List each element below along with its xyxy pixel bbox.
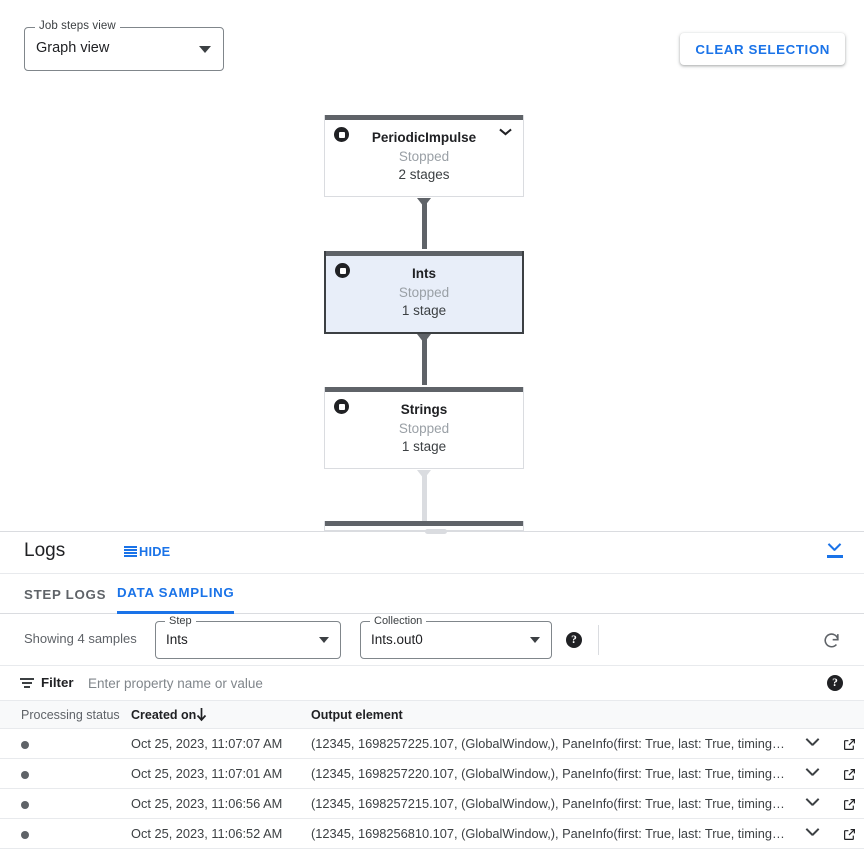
arrow-head-icon	[417, 470, 431, 479]
arrow-head-icon	[417, 198, 431, 207]
help-icon[interactable]: ?	[827, 675, 843, 691]
filter-icon	[20, 677, 34, 688]
divider	[598, 625, 599, 655]
chevron-down-icon[interactable]	[805, 769, 820, 779]
graph-node-next-clipped[interactable]	[324, 521, 524, 531]
logs-title: Logs	[24, 540, 66, 561]
chevron-down-icon	[199, 46, 211, 53]
node-stages-text: 1 stage	[401, 303, 447, 318]
step-select-value: Ints	[166, 632, 188, 647]
node-status-bar	[325, 115, 523, 120]
table-row[interactable]: Oct 25, 2023, 11:07:01 AM (12345, 169825…	[0, 759, 864, 789]
graph-edge-ints-strings	[417, 334, 431, 385]
job-steps-view-label: Job steps view	[35, 20, 120, 32]
open-in-new-icon[interactable]	[843, 768, 856, 781]
processing-status-dot	[21, 741, 29, 749]
logs-tabs: STEP LOGS DATA SAMPLING	[0, 574, 864, 614]
filter-input[interactable]	[86, 673, 686, 693]
graph-node-ints[interactable]: Ints Stopped 1 stage	[324, 251, 524, 334]
open-in-new-icon[interactable]	[843, 798, 856, 811]
clear-selection-button[interactable]: CLEAR SELECTION	[680, 33, 845, 65]
node-status-text: Stopped	[398, 149, 450, 164]
collection-select-value: Ints.out0	[371, 632, 423, 647]
chevron-down-icon[interactable]	[500, 131, 511, 138]
job-steps-view-select[interactable]: Job steps view Graph view	[24, 20, 224, 71]
cell-output-element: (12345, 1698256810.107, (GlobalWindow,),…	[311, 826, 785, 841]
node-stages-text: 1 stage	[401, 439, 447, 454]
chevron-down-icon	[319, 637, 329, 643]
cell-created-on: Oct 25, 2023, 11:07:07 AM	[131, 736, 283, 751]
node-title: Strings	[400, 402, 448, 417]
tab-data-sampling[interactable]: DATA SAMPLING	[117, 574, 235, 614]
collection-select[interactable]: Collection Ints.out0	[360, 615, 552, 659]
node-status-bar	[326, 251, 522, 256]
node-body: Strings Stopped 1 stage	[325, 392, 523, 468]
graph-edge-periodicimpulse-ints	[417, 198, 431, 249]
cell-created-on: Oct 25, 2023, 11:06:52 AM	[131, 826, 283, 841]
step-select[interactable]: Step Ints	[155, 615, 341, 659]
cell-output-element: (12345, 1698257220.107, (GlobalWindow,),…	[311, 766, 785, 781]
cell-created-on: Oct 25, 2023, 11:07:01 AM	[131, 766, 283, 781]
open-in-new-icon[interactable]	[843, 828, 856, 841]
job-graph-panel: Job steps view Graph view CLEAR SELECTIO…	[0, 0, 864, 531]
stopped-status-icon	[335, 263, 350, 278]
showing-samples-text: Showing 4 samples	[24, 631, 137, 646]
open-in-new-icon[interactable]	[843, 738, 856, 751]
column-output-element: Output element	[311, 708, 403, 722]
help-icon[interactable]: ?	[566, 632, 582, 648]
graph-node-strings[interactable]: Strings Stopped 1 stage	[324, 387, 524, 469]
filter-bar: Filter ?	[0, 666, 864, 701]
column-processing-status: Processing status	[21, 708, 120, 722]
table-row[interactable]: Oct 25, 2023, 11:06:52 AM (12345, 169825…	[0, 819, 864, 849]
column-created-on[interactable]: Created on	[131, 708, 197, 722]
hide-logs-label: HIDE	[139, 544, 171, 559]
chevron-down-icon[interactable]	[805, 739, 820, 749]
chevron-down-icon[interactable]	[805, 799, 820, 809]
table-row[interactable]: Oct 25, 2023, 11:07:07 AM (12345, 169825…	[0, 729, 864, 759]
node-stages-text: 2 stages	[398, 167, 450, 182]
graph-edge-strings-next	[417, 470, 431, 523]
chevron-down-icon[interactable]	[805, 829, 820, 839]
logs-panel: Logs HIDE STEP LOGS DATA SAMPLING Showin…	[0, 529, 864, 856]
graph-node-periodicimpulse[interactable]: PeriodicImpulse Stopped 2 stages	[324, 115, 524, 197]
filter-label: Filter	[41, 675, 74, 690]
stopped-status-icon	[334, 399, 349, 414]
cell-output-element: (12345, 1698257215.107, (GlobalWindow,),…	[311, 796, 785, 811]
panel-resize-handle[interactable]	[425, 529, 447, 534]
processing-status-dot	[21, 831, 29, 839]
refresh-icon[interactable]	[822, 631, 841, 650]
data-sampling-controls: Showing 4 samples Step Ints Collection I…	[0, 614, 864, 666]
step-select-label: Step	[165, 615, 196, 627]
node-title: PeriodicImpulse	[371, 130, 477, 145]
logs-header: Logs HIDE	[0, 532, 864, 574]
processing-status-dot	[21, 771, 29, 779]
collapse-panel-icon[interactable]	[824, 543, 846, 563]
node-status-bar	[325, 521, 523, 526]
arrow-head-icon	[417, 334, 431, 343]
job-steps-view-value: Graph view	[36, 40, 110, 56]
node-title: Ints	[411, 266, 436, 281]
cell-output-element: (12345, 1698257225.107, (GlobalWindow,),…	[311, 736, 785, 751]
collection-select-label: Collection	[370, 615, 427, 627]
samples-table-header: Processing status Created on Output elem…	[0, 701, 864, 729]
node-status-text: Stopped	[398, 421, 450, 436]
sort-descending-icon[interactable]	[196, 707, 207, 722]
hide-bars-icon	[124, 546, 137, 557]
processing-status-dot	[21, 801, 29, 809]
node-status-text: Stopped	[398, 285, 450, 300]
stopped-status-icon	[334, 127, 349, 142]
chevron-down-icon	[530, 637, 540, 643]
node-body: PeriodicImpulse Stopped 2 stages	[325, 120, 523, 196]
node-status-bar	[325, 387, 523, 392]
hide-logs-button[interactable]: HIDE	[124, 544, 170, 559]
tab-step-logs[interactable]: STEP LOGS	[24, 586, 107, 602]
graph-toolbar: Job steps view Graph view CLEAR SELECTIO…	[0, 0, 864, 90]
table-row[interactable]: Oct 25, 2023, 11:06:56 AM (12345, 169825…	[0, 789, 864, 819]
node-body: Ints Stopped 1 stage	[326, 256, 522, 332]
cell-created-on: Oct 25, 2023, 11:06:56 AM	[131, 796, 283, 811]
